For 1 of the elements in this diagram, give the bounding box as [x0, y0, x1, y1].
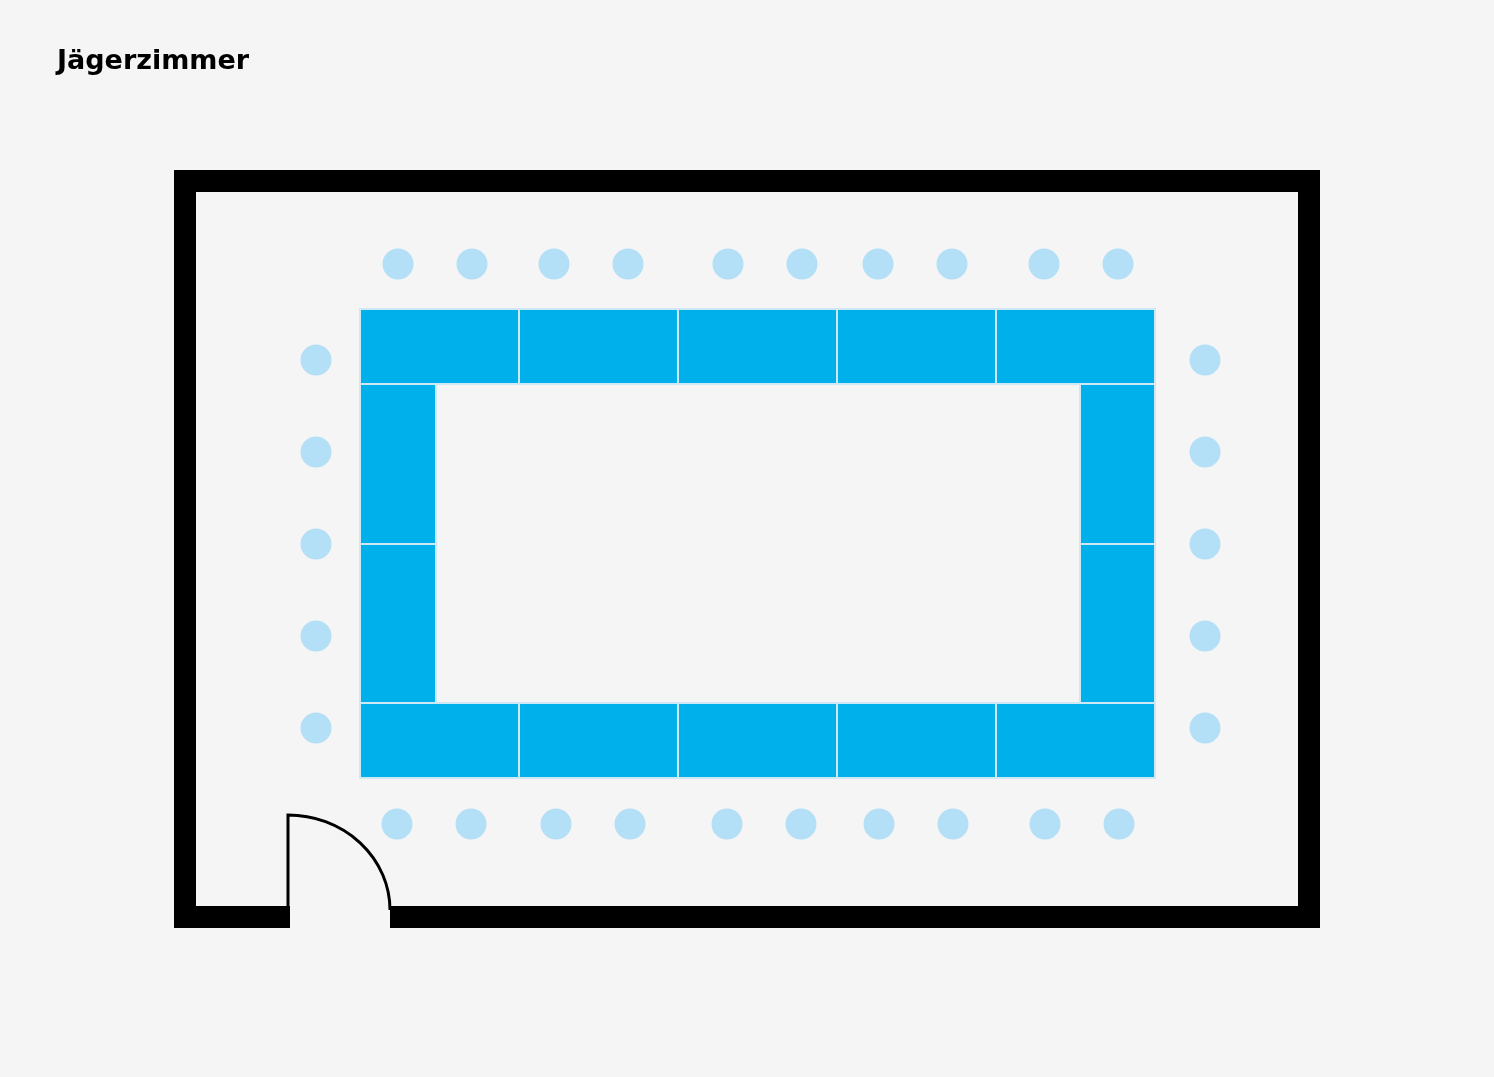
- room-title: Jägerzimmer: [57, 44, 250, 75]
